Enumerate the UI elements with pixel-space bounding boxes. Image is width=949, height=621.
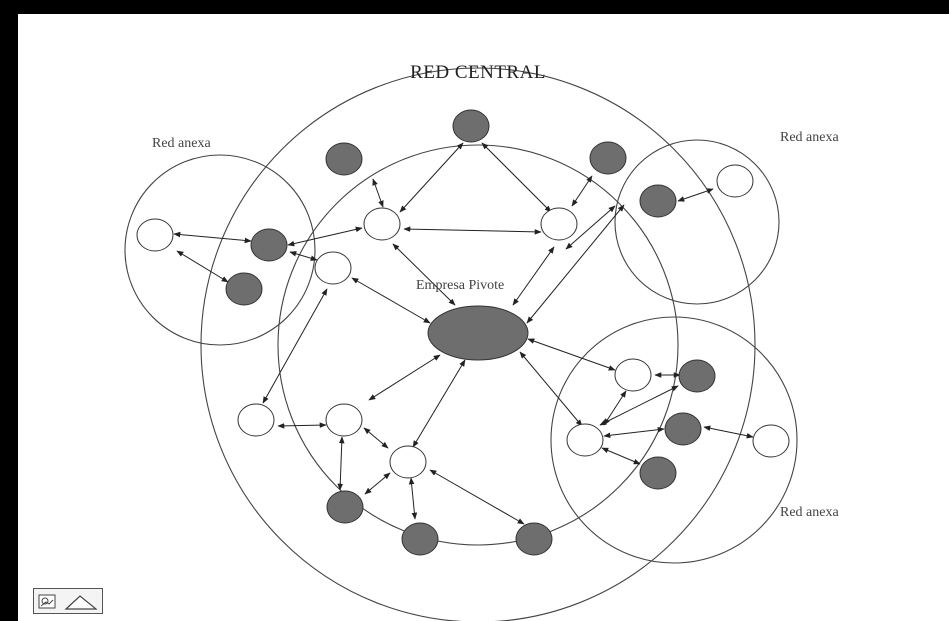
edge [289, 251, 318, 261]
edge [519, 351, 583, 427]
edge [262, 288, 328, 404]
node-filled [452, 109, 490, 143]
central-outer-ring [200, 67, 756, 621]
node-open [566, 423, 604, 457]
edge [337, 436, 345, 491]
connections [173, 142, 754, 525]
node-filled [664, 412, 702, 446]
diagram-title: RED CENTRAL [410, 62, 546, 83]
edge [481, 142, 552, 213]
node-open [389, 445, 427, 479]
edge [603, 426, 665, 439]
label-pivot-company: Empresa Pivote [416, 278, 504, 293]
node-filled [639, 456, 677, 490]
node-filled [250, 228, 288, 262]
edge [601, 447, 641, 465]
node-open [540, 207, 578, 241]
edge [287, 226, 363, 247]
node-filled [589, 141, 627, 175]
node-filled [225, 272, 263, 306]
annex-network-bottom-right [550, 316, 798, 564]
edge [399, 142, 464, 213]
edge [372, 178, 384, 208]
edge [173, 231, 252, 244]
node-open [237, 403, 275, 437]
label-annex-bottom-right: Red anexa [780, 505, 839, 520]
node-open [614, 358, 652, 392]
node-open [325, 403, 363, 437]
node-filled [515, 522, 553, 556]
edge [403, 226, 542, 235]
label-annex-top-right: Red anexa [780, 130, 839, 145]
annex-network-left [124, 154, 316, 346]
image-icon[interactable] [38, 594, 56, 609]
node-open [752, 424, 790, 458]
edge [571, 175, 593, 207]
node-open [314, 251, 352, 285]
edge [526, 204, 625, 324]
edge [392, 243, 456, 306]
edge [277, 422, 327, 429]
label-annex-left: Red anexa [152, 136, 211, 151]
drawing-toolbar [33, 588, 103, 614]
edge [408, 477, 418, 520]
node-filled [326, 490, 364, 524]
edge [703, 425, 754, 439]
edge [364, 472, 391, 495]
edge [599, 385, 679, 426]
edge [677, 188, 714, 202]
node-filled [678, 359, 716, 393]
node-filled [639, 184, 677, 218]
node-open [716, 164, 754, 198]
node-open [136, 218, 174, 252]
edge [363, 427, 389, 449]
shape-icon[interactable] [64, 595, 98, 610]
edge [429, 469, 525, 525]
node-filled [325, 142, 363, 176]
node-filled [401, 522, 439, 556]
node-open [363, 207, 401, 241]
edge [176, 250, 229, 283]
pivot-company-node [427, 305, 529, 361]
toolbar-icons [38, 594, 98, 610]
edge [351, 277, 431, 324]
edge [412, 359, 466, 448]
